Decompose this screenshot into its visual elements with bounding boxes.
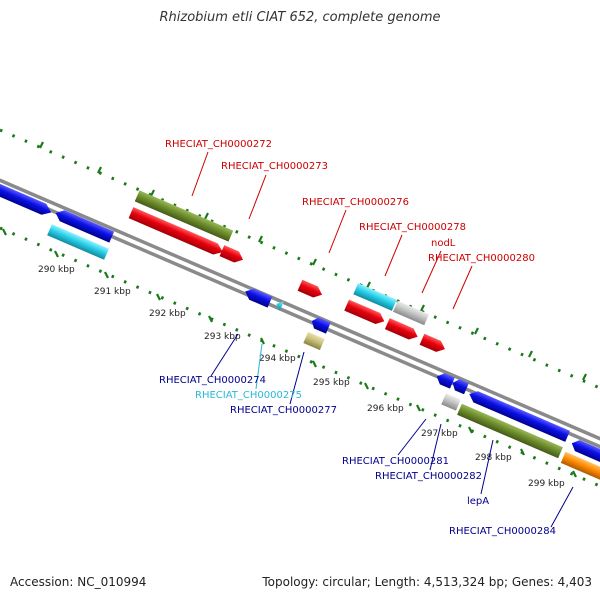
gene-lepa[interactable] <box>457 403 563 459</box>
scale-label-295: 295 kbp <box>313 378 350 388</box>
scale-label-299: 299 kbp <box>528 479 565 489</box>
gene-rheciat-ch0000284[interactable] <box>560 451 600 486</box>
outer-scale-dots-bottom <box>0 226 600 488</box>
genome-strand-top <box>0 178 600 441</box>
label-rheciat-ch0000278[interactable]: RHECIAT_CH0000278 <box>359 222 466 233</box>
accession-text: Accession: NC_010994 <box>10 575 147 589</box>
gene-blue-277-pre[interactable] <box>309 316 331 334</box>
gene-gray-small[interactable] <box>441 393 461 411</box>
scale-label-292: 292 kbp <box>149 309 186 319</box>
gene-rheciat-ch0000273[interactable] <box>128 207 226 258</box>
gene-red-278-below[interactable] <box>344 299 386 327</box>
bottom-scale-ticks <box>2 228 577 478</box>
scale-label-291: 291 kbp <box>94 287 131 297</box>
genome-summary-text: Topology: circular; Length: 4,513,324 bp… <box>262 575 592 589</box>
callout-lines-top <box>191 151 473 310</box>
label-rheciat-ch0000276[interactable]: RHECIAT_CH0000276 <box>302 197 409 208</box>
gene-labels: RHECIAT_CH0000272 RHECIAT_CH0000273 RHEC… <box>159 139 556 537</box>
label-nodl[interactable]: nodL <box>431 238 456 249</box>
gene-cyan-290[interactable] <box>47 224 109 260</box>
gene-rheciat-ch0000276[interactable] <box>297 279 325 301</box>
gene-blue-right[interactable] <box>569 438 600 470</box>
scale-labels: 290 kbp 291 kbp 292 kbp 293 kbp 294 kbp … <box>38 265 565 489</box>
scale-label-296: 296 kbp <box>367 404 404 414</box>
gene-rheciat-ch0000278[interactable] <box>353 283 397 311</box>
outer-scale-dots-top <box>0 128 600 390</box>
label-rheciat-ch0000280[interactable]: RHECIAT_CH0000280 <box>428 253 535 264</box>
gene-blue-290[interactable] <box>53 207 115 243</box>
gene-rheciat-ch0000272[interactable] <box>134 190 234 242</box>
scale-label-297: 297 kbp <box>421 429 458 439</box>
gene-rheciat-ch0000274[interactable] <box>243 286 273 308</box>
scale-label-290: 290 kbp <box>38 265 75 275</box>
gene-rheciat-ch0000280[interactable] <box>419 333 448 355</box>
scale-label-293: 293 kbp <box>204 332 241 342</box>
gene-rheciat-ch0000281[interactable] <box>434 371 455 389</box>
callout-lines-bottom <box>210 333 574 528</box>
gene-blue-left[interactable] <box>0 180 54 218</box>
label-rheciat-ch0000275[interactable]: RHECIAT_CH0000275 <box>195 390 302 401</box>
gene-red-small-1[interactable] <box>219 245 246 265</box>
label-rheciat-ch0000284[interactable]: RHECIAT_CH0000284 <box>449 526 556 537</box>
gene-rheciat-ch0000275[interactable] <box>274 299 284 311</box>
label-rheciat-ch0000282[interactable]: RHECIAT_CH0000282 <box>375 471 482 482</box>
top-scale-ticks <box>39 141 587 381</box>
label-rheciat-ch0000277[interactable]: RHECIAT_CH0000277 <box>230 405 337 416</box>
scale-label-294: 294 kbp <box>259 354 296 364</box>
gene-nodl[interactable] <box>393 300 429 326</box>
gene-red-nodl-below[interactable] <box>384 318 420 342</box>
label-rheciat-ch0000274[interactable]: RHECIAT_CH0000274 <box>159 375 266 386</box>
gene-rheciat-ch0000282[interactable] <box>450 377 469 395</box>
label-rheciat-ch0000281[interactable]: RHECIAT_CH0000281 <box>342 456 449 467</box>
gene-rheciat-ch0000277[interactable] <box>303 331 325 351</box>
label-lepa[interactable]: lepA <box>467 496 489 507</box>
gene-blue-long[interactable] <box>467 389 570 442</box>
label-rheciat-ch0000272[interactable]: RHECIAT_CH0000272 <box>165 139 272 150</box>
scale-label-298: 298 kbp <box>475 453 512 463</box>
map-title: Rhizobium etli CIAT 652, complete genome <box>159 10 441 25</box>
label-rheciat-ch0000273[interactable]: RHECIAT_CH0000273 <box>221 161 328 172</box>
